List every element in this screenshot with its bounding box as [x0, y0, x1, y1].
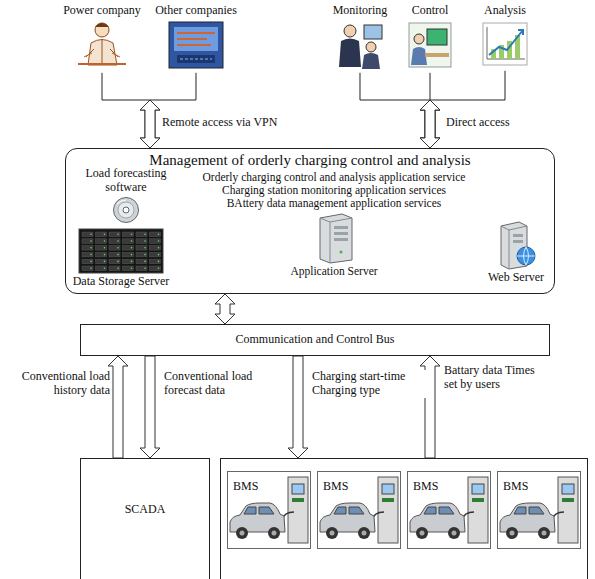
box-title: Communication and Control Bus [236, 333, 395, 347]
node-label: Application Server [290, 265, 377, 278]
company-icon: Power company [63, 4, 141, 72]
node-label: Web Server [488, 271, 544, 285]
node-label: Load forecasting software [81, 167, 171, 195]
role-icon: Analysis [479, 4, 531, 70]
node-label: Data Storage Server [73, 275, 170, 289]
hollow-arrow [288, 356, 308, 458]
bracket-line [102, 73, 150, 100]
data-storage-server [78, 228, 164, 274]
data-storage-server: Data Storage Server [73, 227, 170, 289]
block-arrow [420, 71, 505, 148]
hollow-arrow [140, 356, 160, 458]
node-label: Other companies [155, 4, 237, 18]
station-group: BMS BMS BMS BMS [220, 458, 588, 579]
node-label: Control [412, 4, 449, 18]
bracket-line [430, 73, 431, 100]
hollow-arrow [140, 100, 160, 148]
block-arrow [288, 356, 308, 458]
node-label: BAttery data management application serv… [227, 197, 442, 210]
edge-label: Conventional load history data [8, 370, 112, 398]
charging-station: BMS [497, 471, 581, 549]
hollow-arrow [140, 100, 160, 148]
web-server [495, 220, 537, 270]
edge-label: Direct access [444, 116, 512, 130]
block-arrow [102, 73, 160, 148]
hollow-arrow [420, 100, 440, 148]
edge-label: Remote access via VPN [160, 116, 279, 130]
node-label: Monitoring [333, 4, 388, 18]
node-label: BMS [323, 480, 348, 494]
charging-station: BMS [227, 471, 311, 549]
charging-station: BMS [317, 471, 401, 549]
bracket-line [360, 73, 430, 100]
node-label: BMS [413, 480, 438, 494]
edge-label: Battary data Times set by users [442, 364, 540, 392]
block-arrow [420, 73, 440, 148]
company-icon [72, 19, 132, 71]
hollow-arrow [215, 294, 235, 324]
node-label: BMS [503, 480, 528, 494]
block-arrow [215, 294, 235, 324]
scada-box: SCADA [80, 458, 210, 579]
application-server [312, 212, 356, 264]
software-icon: Load forecasting software [81, 167, 171, 225]
box-title: SCADA [81, 503, 209, 517]
web-server: Web Server [488, 219, 544, 285]
company-icon: Other companies [155, 4, 237, 72]
bracket-line [150, 73, 196, 100]
node-label: BMS [233, 480, 258, 494]
role-icon [334, 19, 386, 71]
charging-station: BMS [407, 471, 491, 549]
node-label: Analysis [484, 4, 526, 18]
software-icon [111, 196, 141, 224]
application-server: Orderly charging control and analysis ap… [203, 171, 466, 278]
hollow-arrow [420, 100, 440, 148]
block-arrow [140, 73, 196, 148]
bracket-line [430, 71, 505, 100]
role-icon: Monitoring [333, 4, 388, 72]
node-label: Orderly charging control and analysis ap… [203, 171, 466, 184]
edge-label: Conventional load forecast data [162, 370, 276, 398]
node-label: Power company [63, 4, 141, 18]
role-icon: Control [405, 4, 455, 72]
block-arrow [360, 73, 440, 148]
role-icon [405, 19, 455, 71]
company-icon [165, 19, 227, 71]
edge-label: Charging start-time Charging type [310, 370, 426, 398]
node-label: Charging station monitoring application … [222, 184, 446, 197]
role-icon [479, 19, 531, 69]
management-box: Management of orderly charging control a… [65, 148, 555, 294]
bus-box: Communication and Control Bus [80, 324, 550, 356]
hollow-arrow [420, 100, 440, 148]
block-arrow [140, 356, 160, 458]
